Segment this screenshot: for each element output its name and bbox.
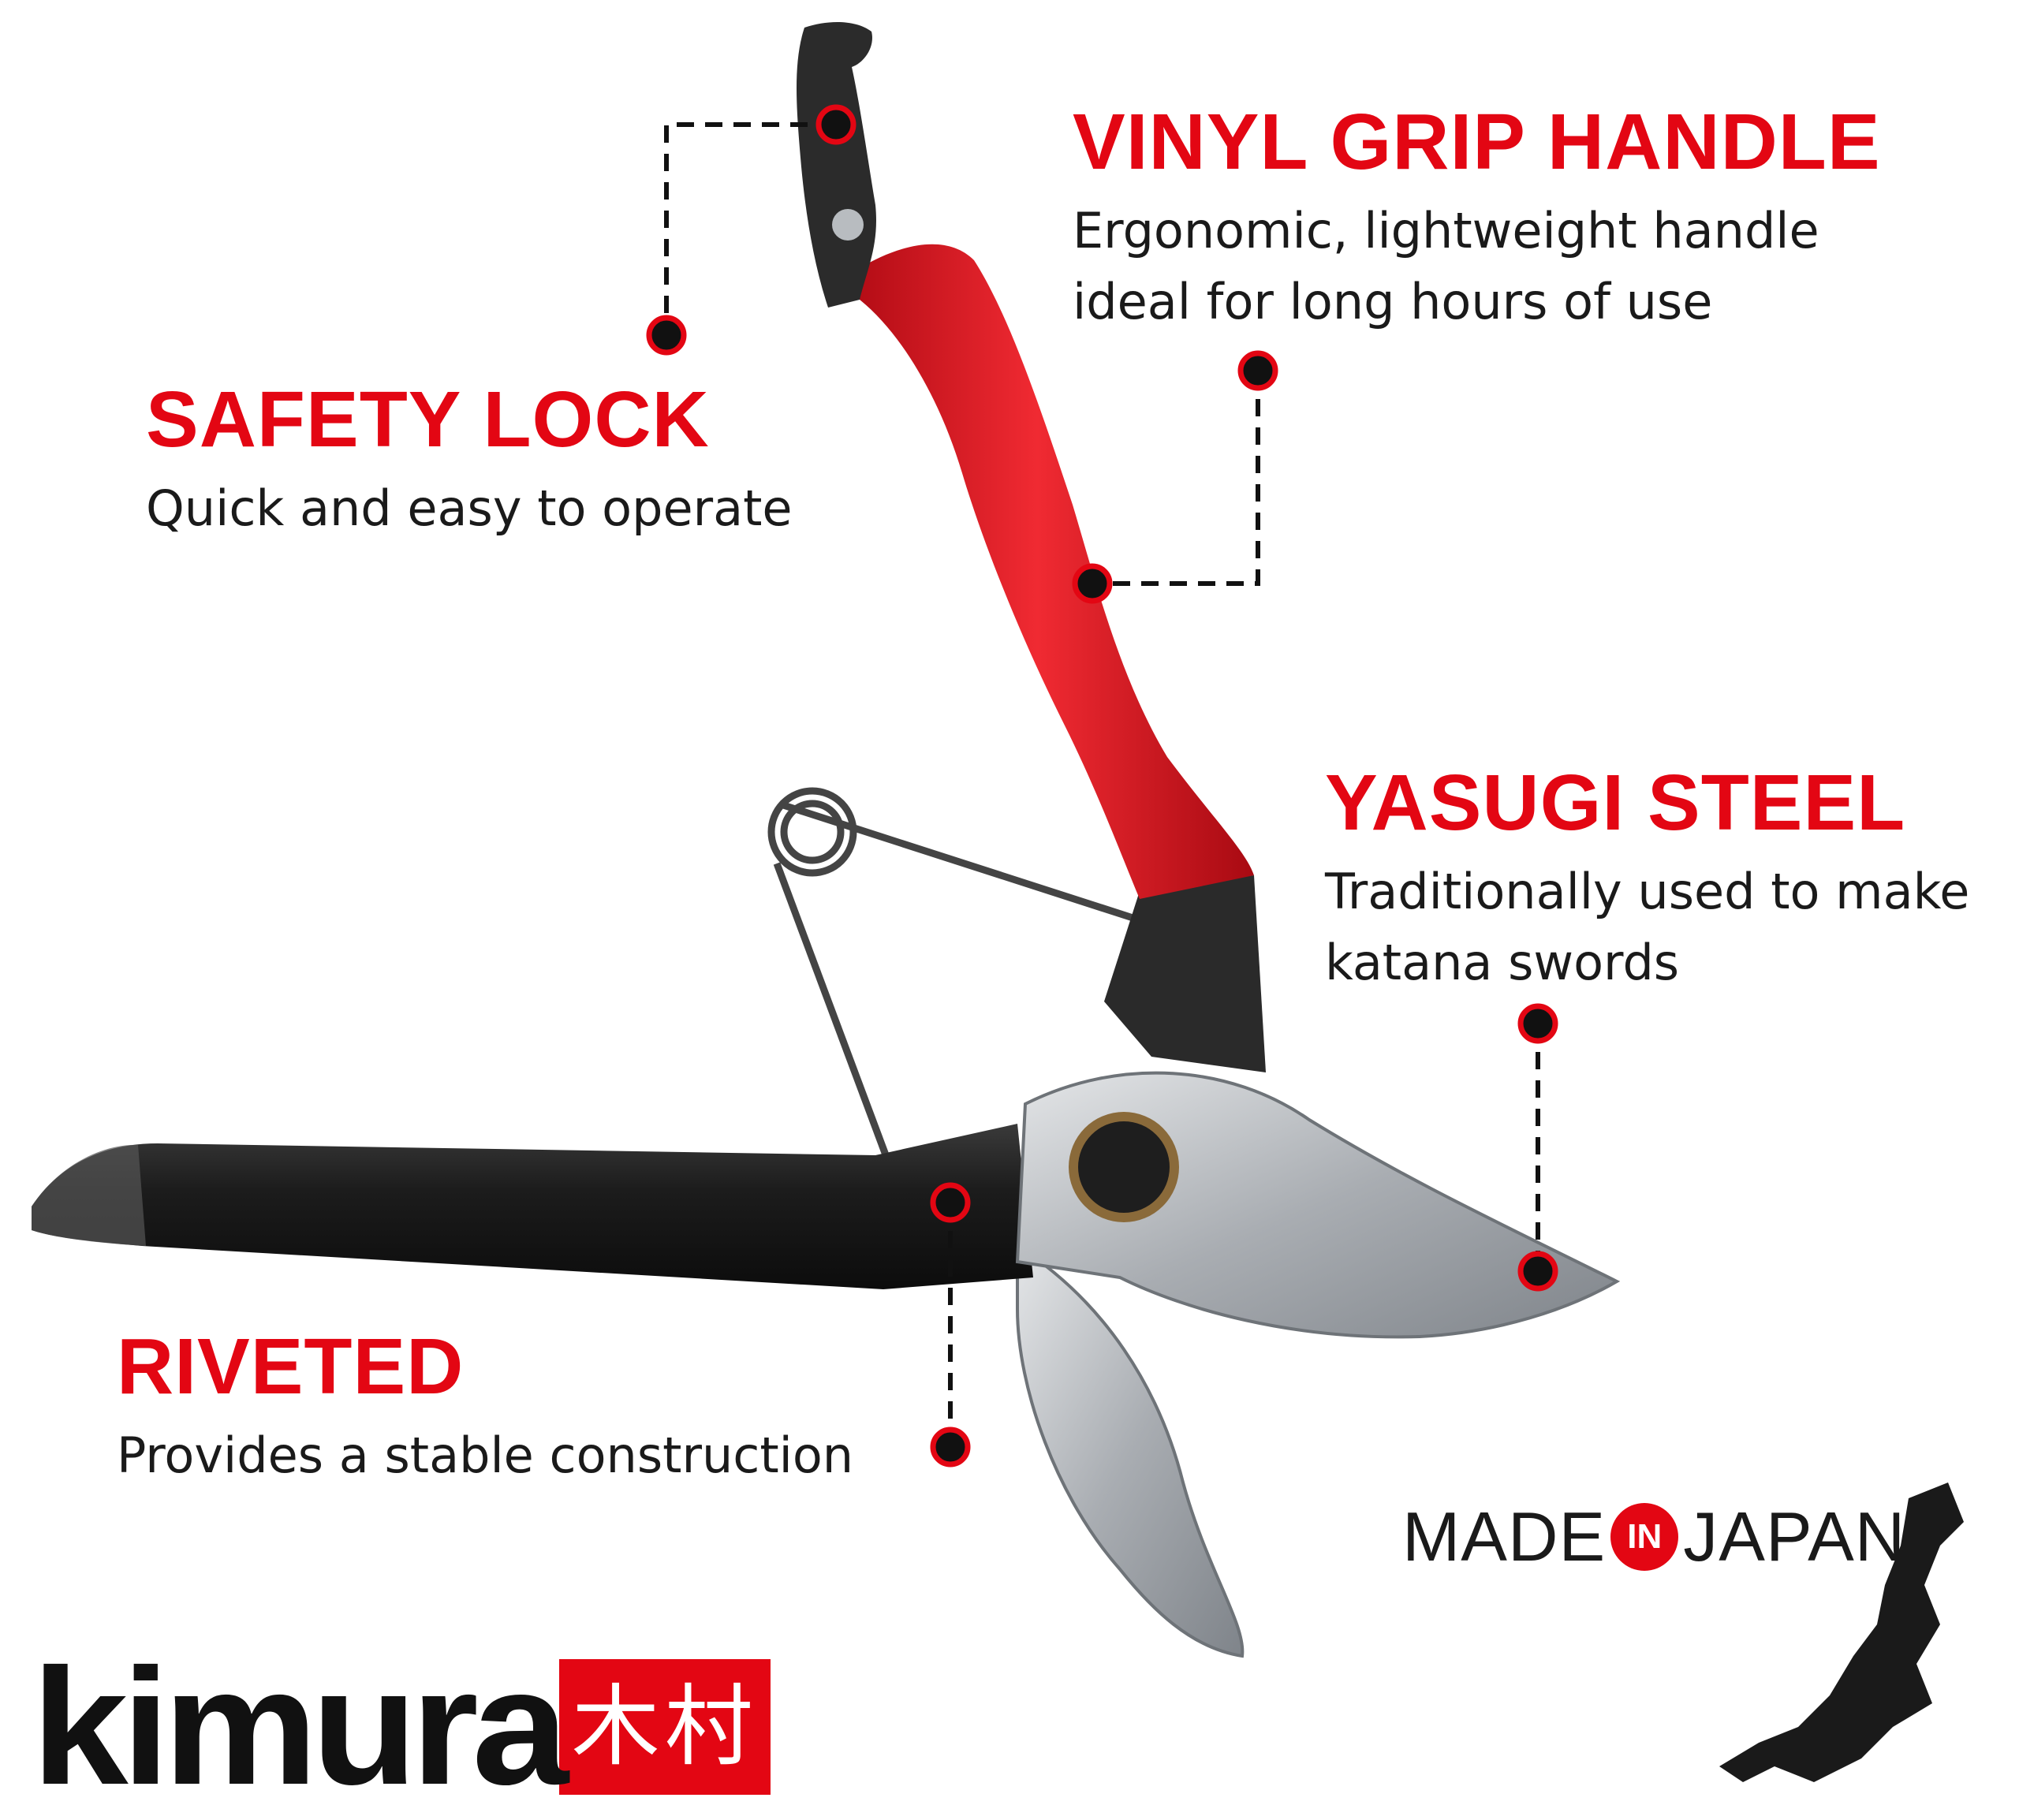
pivot-bolt — [1069, 1112, 1179, 1222]
callout-dot-icon — [930, 1182, 971, 1223]
logo-kanji: 木村 — [558, 1659, 771, 1795]
badge-in: IN — [1610, 1503, 1679, 1571]
made-in-japan-badge: MADE IN JAPAN — [1402, 1502, 1905, 1572]
feature-description: Quick and easy to operate — [146, 479, 793, 537]
feature-title: RIVETED — [117, 1322, 465, 1411]
feature-description: Ergonomic, lightweight handle ideal for … — [1073, 196, 1881, 338]
description-line: Ergonomic, lightweight handle — [1073, 202, 1819, 259]
upper-neck — [1104, 875, 1266, 1072]
callout-dot-icon — [646, 315, 687, 356]
feature-title: VINYL GRIP HANDLE — [1073, 98, 1881, 186]
badge-made: MADE — [1402, 1497, 1607, 1576]
feature-riveted: RIVETED Provides a stable construction — [117, 1327, 853, 1491]
callout-dot-icon — [1072, 563, 1113, 604]
red-grip-handle — [860, 244, 1254, 900]
callout-dot-icon — [1517, 1251, 1558, 1292]
callout-dot-icon — [815, 104, 856, 145]
callout-dot-icon — [1517, 1003, 1558, 1044]
description-line: Traditionally used to make — [1325, 863, 1970, 920]
logo-wordmark: kimura — [32, 1634, 569, 1819]
feature-safety-lock: SAFETY LOCK Quick and easy to operate — [146, 380, 793, 544]
feature-vinyl-grip: VINYL GRIP HANDLE Ergonomic, lightweight… — [1073, 103, 1881, 338]
safety-lock-head — [797, 22, 876, 308]
black-handle — [32, 1124, 1033, 1289]
feature-title: SAFETY LOCK — [146, 375, 710, 464]
lower-blade — [1016, 1243, 1245, 1658]
callout-dots — [646, 104, 1558, 1468]
feature-description: Traditionally used to make katana swords — [1325, 856, 1969, 998]
spring-wire — [767, 787, 1149, 1161]
badge-country: JAPAN — [1683, 1497, 1906, 1576]
callout-dot-icon — [930, 1427, 971, 1468]
feature-description: Provides a stable construction — [117, 1427, 854, 1484]
description-line: katana swords — [1325, 934, 1680, 991]
feature-yasugi-steel: YASUGI STEEL Traditionally used to make … — [1325, 763, 1969, 998]
callout-dot-icon — [1237, 350, 1278, 391]
japan-map-icon — [1719, 1482, 1964, 1782]
feature-title: YASUGI STEEL — [1325, 759, 1906, 847]
callout-vinyl-grip — [1092, 371, 1260, 586]
kimura-logo: kimura 木村 — [32, 1644, 771, 1810]
description-line: ideal for long hours of use — [1073, 273, 1713, 330]
